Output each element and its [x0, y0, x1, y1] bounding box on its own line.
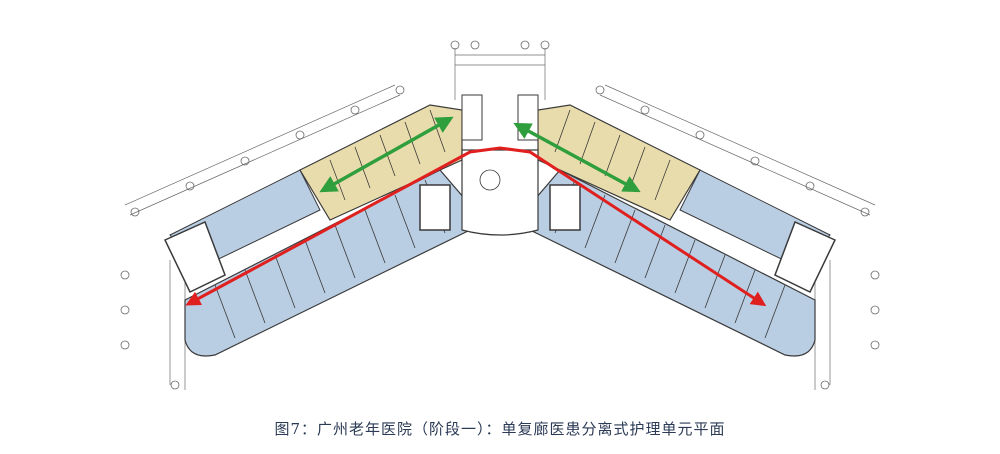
- right-elevator-block: [549, 184, 581, 231]
- central-atrium: [461, 149, 539, 236]
- left-stair-core: [163, 220, 226, 294]
- figure-caption: 图7：广州老年医院（阶段一）：单复廊医患分离式护理单元平面: [274, 420, 726, 438]
- atrium-feature: [479, 169, 501, 191]
- entrance-block-left: [461, 94, 483, 141]
- staff-corridor-arrow-left: [319, 116, 454, 193]
- staff-corridor-arrow-right: [513, 122, 641, 193]
- left-elevator-block: [419, 184, 451, 231]
- right-stair-core: [774, 220, 837, 294]
- patient-corridor-arrow: [185, 146, 767, 307]
- grid-axis-markers: [120, 40, 880, 390]
